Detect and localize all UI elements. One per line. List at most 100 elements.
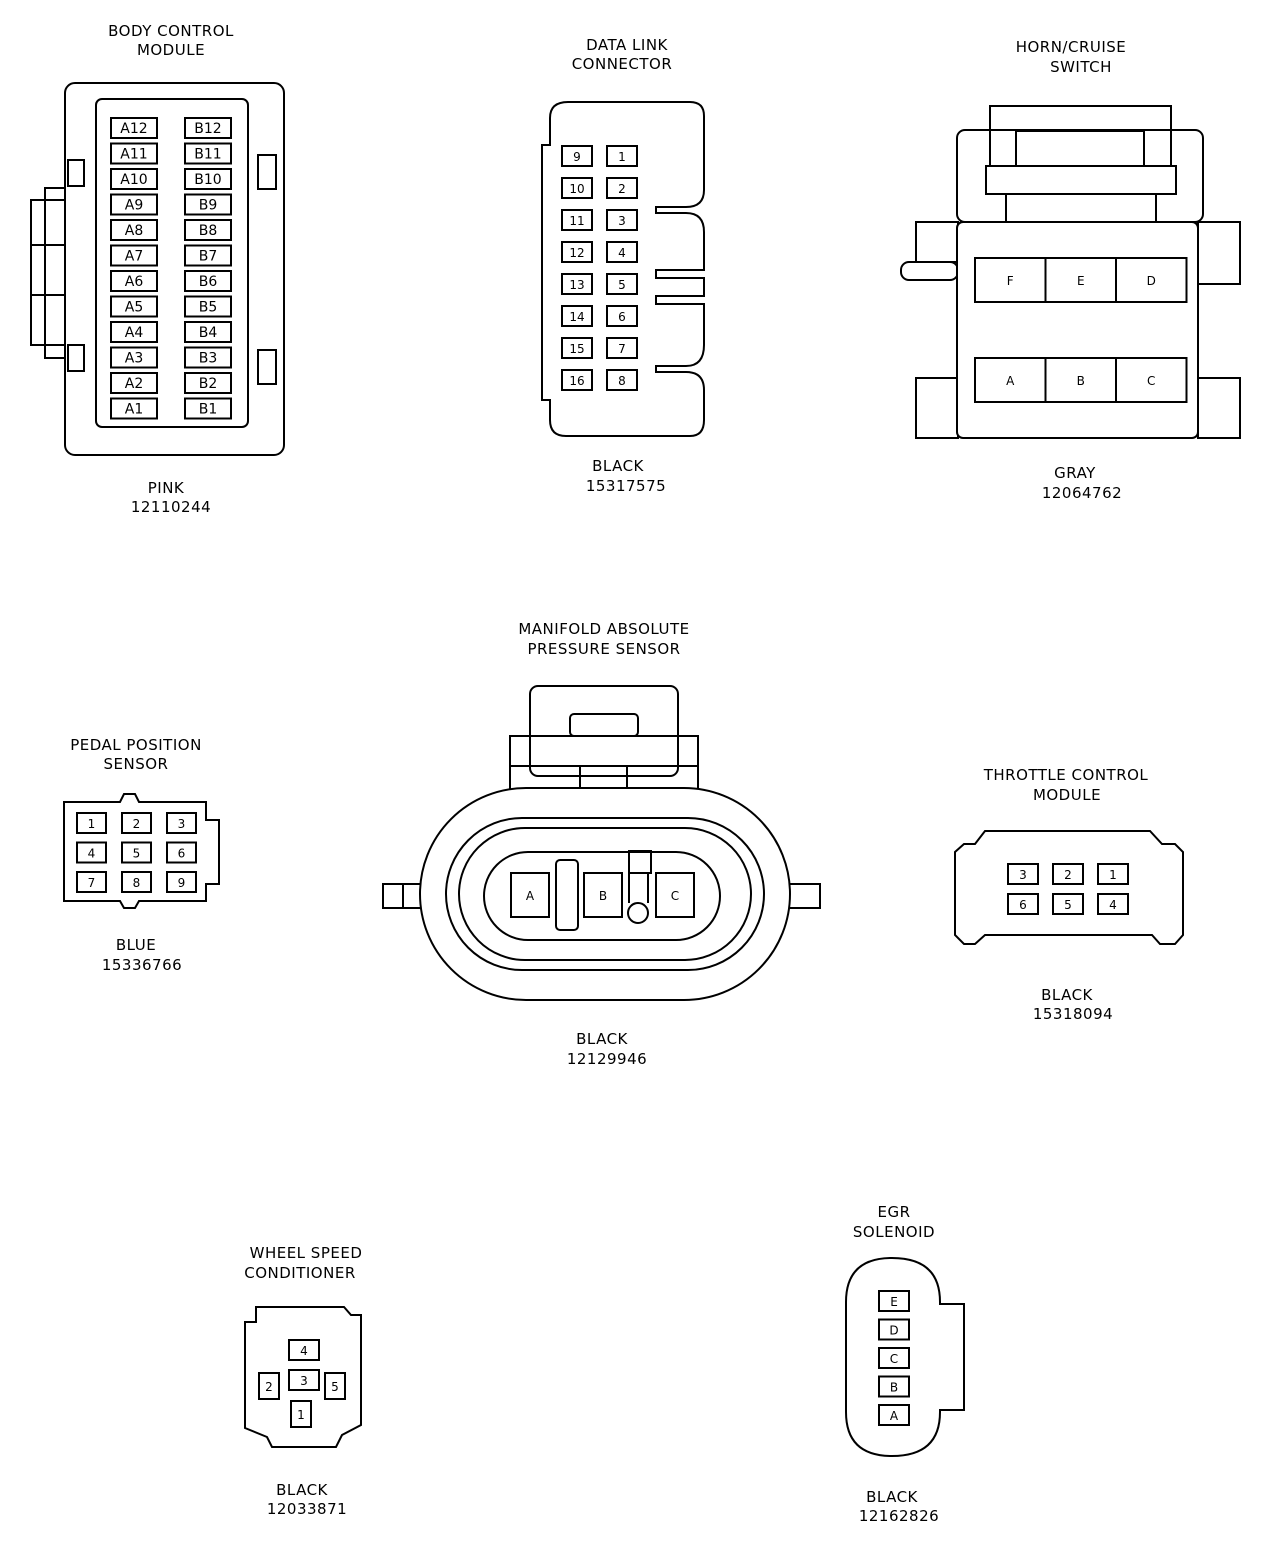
- map-pin-B-cavity: [583, 872, 623, 918]
- bcm-pin-B9-cavity: [184, 193, 232, 216]
- wsc-pin-4-cavity: [288, 1339, 320, 1361]
- pps-title-line-1: PEDAL POSITION: [70, 736, 202, 754]
- bcm-color-label: PINK: [148, 479, 185, 497]
- wsc-pin-5-label: 5: [331, 1380, 339, 1394]
- tcm-color-label: BLACK: [1041, 986, 1093, 1004]
- dlc-pin-15-label: 15: [569, 342, 584, 356]
- horn-pin-B-label: B: [1077, 374, 1085, 388]
- dlc-pin-13-label: 13: [569, 278, 584, 292]
- egr-pin-E-label: E: [890, 1295, 898, 1309]
- bcm-pin-A7-cavity: [110, 244, 158, 267]
- wsc-pin-3-cavity: [288, 1369, 320, 1391]
- map-color-label: BLACK: [576, 1030, 628, 1048]
- bcm-pin-A4-cavity: [110, 321, 158, 343]
- egr-pin-A-label: A: [890, 1409, 899, 1423]
- pps-pin-5-cavity: [121, 841, 152, 864]
- bcm-pin-A1-label: A1: [125, 402, 143, 418]
- pps-pin-8-cavity: [121, 871, 152, 893]
- bcm-pin-A4-label: A4: [125, 325, 144, 341]
- egr-title-line-1: EGR: [877, 1203, 910, 1221]
- dlc-pin-9-label: 9: [573, 150, 581, 164]
- bcm-pin-B7-cavity: [184, 244, 232, 267]
- bcm-pin-A1-cavity: [110, 397, 158, 420]
- dlc-pin-1-cavity: [606, 145, 638, 167]
- tcm-pin-3-label: 3: [1019, 868, 1027, 882]
- tcm-title-line-1: THROTTLE CONTROL: [983, 766, 1149, 784]
- bcm-pin-A6-cavity: [110, 270, 158, 292]
- wsc-color-label: BLACK: [276, 1481, 328, 1499]
- dlc-pin-6-label: 6: [618, 310, 626, 324]
- horn-pin-E-cavity: [1044, 257, 1117, 303]
- horn-ear-right-bottom: [1197, 377, 1241, 439]
- bcm-pin-B2-cavity: [184, 372, 232, 394]
- bcm-pin-A3-cavity: [110, 346, 158, 369]
- map-pin-A-label: A: [526, 889, 535, 903]
- pps-pin-9-label: 9: [178, 876, 186, 890]
- horn-pin-C-cavity: [1115, 357, 1188, 403]
- dlc-pin-5-label: 5: [618, 278, 626, 292]
- horn-ear-left-tab: [900, 261, 959, 281]
- bcm-pin-A2-label: A2: [125, 376, 143, 392]
- dlc-pin-11-cavity: [561, 209, 593, 231]
- map-key-circle: [627, 902, 649, 924]
- tcm-pin-6-cavity: [1007, 893, 1039, 915]
- bcm-pin-B5-label: B5: [199, 300, 218, 316]
- egr-pin-B-label: B: [890, 1381, 898, 1395]
- pps-pin-8-label: 8: [133, 876, 141, 890]
- bcm-pin-B3-cavity: [184, 346, 232, 369]
- horn-pin-E-label: E: [1077, 274, 1085, 288]
- dlc-pin-13-cavity: [561, 273, 593, 295]
- dlc-part-number: 15317575: [586, 477, 666, 495]
- bcm-pin-B6-label: B6: [199, 274, 218, 290]
- tcm-pin-1-cavity: [1097, 863, 1129, 885]
- bcm-pin-A6-label: A6: [125, 274, 144, 290]
- pps-pin-3-cavity: [166, 812, 197, 834]
- dlc-color-label: BLACK: [592, 457, 644, 475]
- horn-pin-F-cavity: [974, 257, 1047, 303]
- horn-latch: [956, 105, 1204, 223]
- pps-pin-4-cavity: [76, 841, 107, 864]
- map-latch: [509, 685, 699, 792]
- pps-pin-4-label: 4: [88, 847, 96, 861]
- dlc-pin-8-cavity: [606, 369, 638, 391]
- egr-pin-A-cavity: [878, 1404, 910, 1426]
- bcm-pin-A9-cavity: [110, 193, 158, 216]
- bcm-pin-A10-label: A10: [120, 172, 147, 188]
- horn-ear-left-bottom: [915, 377, 959, 439]
- dlc-pin-16-label: 16: [569, 374, 584, 388]
- bcm-pin-B11-cavity: [184, 142, 232, 165]
- data-link-connector: DATA LINK CONNECTOR 91011121314151612345…: [541, 36, 705, 495]
- bcm-pin-A10-cavity: [110, 168, 158, 190]
- tcm-title-line-2: MODULE: [1033, 786, 1101, 804]
- pps-pin-1-cavity: [76, 812, 107, 834]
- bcm-pin-B9-label: B9: [199, 198, 218, 214]
- bcm-pin-A11-label: A11: [120, 147, 147, 163]
- wsc-pin-1-label: 1: [297, 1408, 305, 1422]
- bcm-pin-B12-cavity: [184, 117, 232, 139]
- tcm-pin-4-cavity: [1097, 893, 1129, 915]
- egr-color-label: BLACK: [866, 1488, 918, 1506]
- pps-pin-2-label: 2: [133, 817, 141, 831]
- bcm-housing: [64, 82, 285, 456]
- body-control-module-connector: BODY CONTROL MODULE A12A11A10A9A8A7A6A5A…: [30, 22, 285, 516]
- pps-pin-7-label: 7: [88, 876, 96, 890]
- horn-ear-right-top: [1197, 221, 1241, 285]
- bcm-pin-A3-label: A3: [125, 351, 143, 367]
- dlc-pin-6-cavity: [606, 305, 638, 327]
- horn-pin-D-label: D: [1147, 274, 1156, 288]
- bcm-pin-B8-label: B8: [199, 223, 218, 239]
- bcm-part-number: 12110244: [131, 498, 211, 516]
- tcm-pin-6-label: 6: [1019, 898, 1027, 912]
- wsc-pin-2-cavity: [258, 1372, 280, 1400]
- dlc-pin-9-cavity: [561, 145, 593, 167]
- horn-pin-F-label: F: [1007, 274, 1014, 288]
- bcm-pin-A2-cavity: [110, 372, 158, 394]
- map-side-tab-right: [785, 883, 821, 909]
- pps-color-label: BLUE: [116, 936, 156, 954]
